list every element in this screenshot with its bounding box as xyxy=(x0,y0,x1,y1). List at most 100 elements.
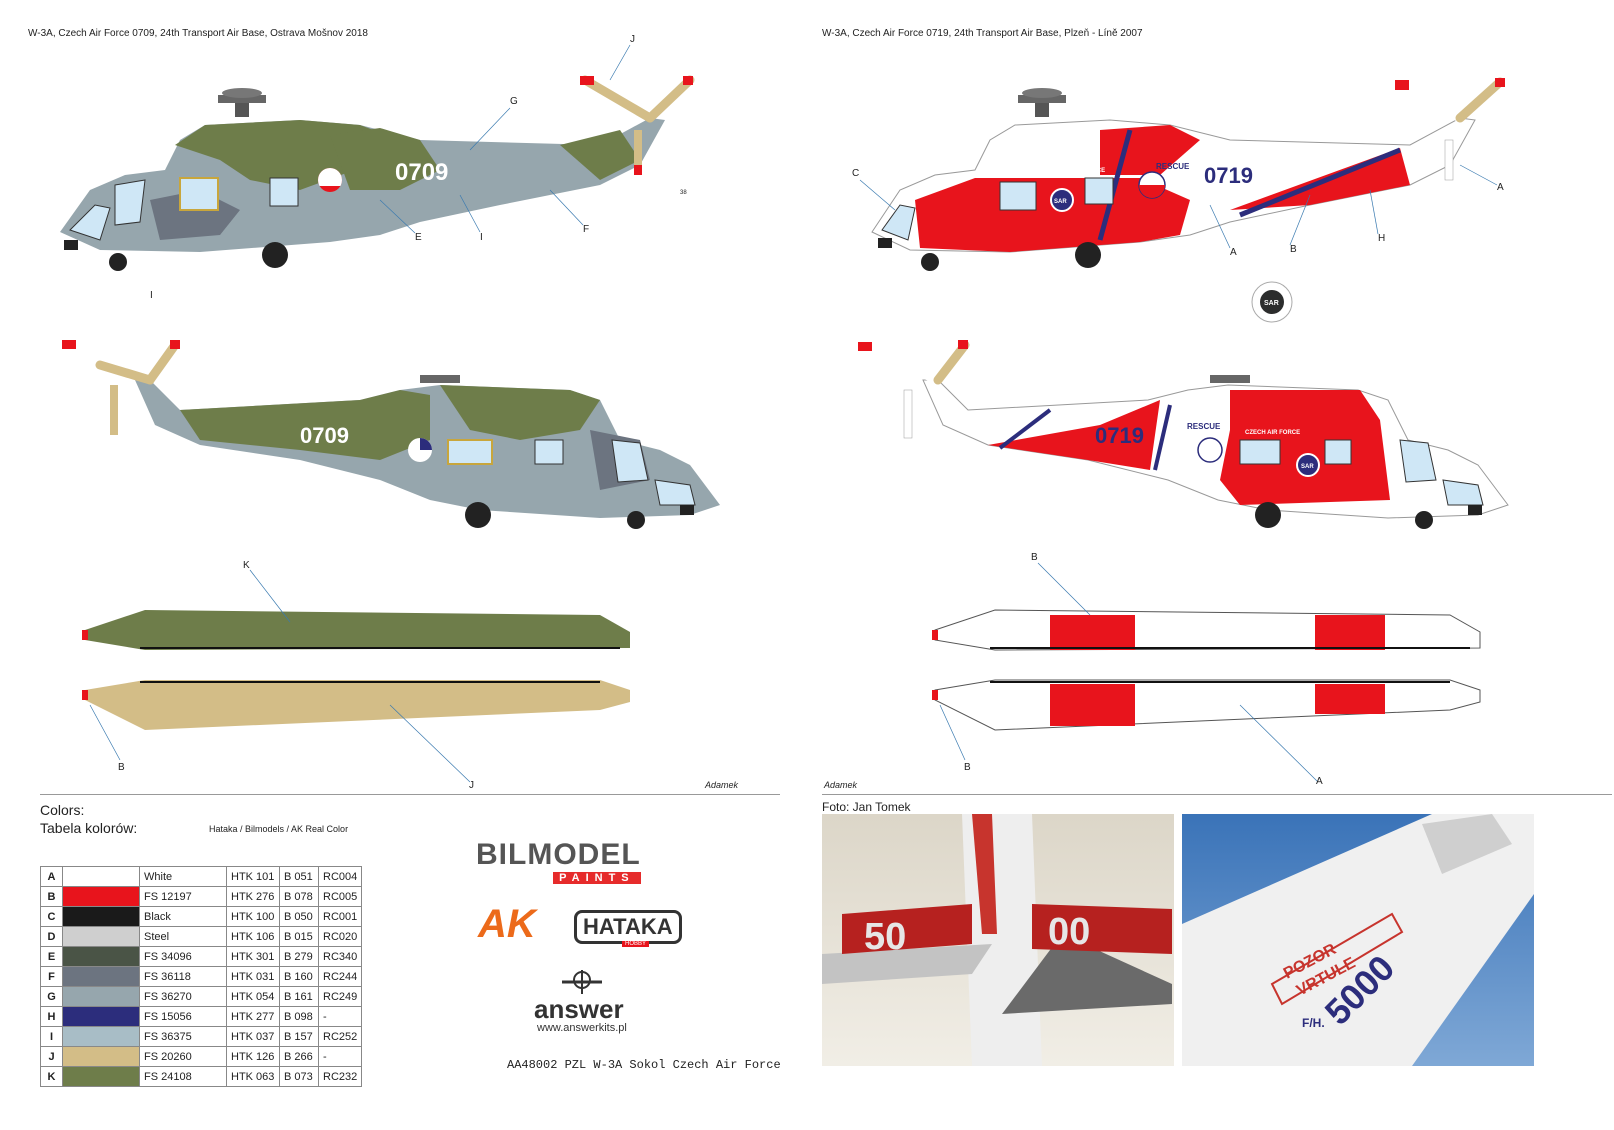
photo-tail-rotor-art: 50 00 xyxy=(822,814,1172,1066)
callout-C: C xyxy=(852,168,859,179)
color-swatch xyxy=(62,906,140,927)
color-bilmodel: B 161 xyxy=(279,986,319,1007)
callout-E: E xyxy=(415,232,422,243)
helicopter-0709-right-facing xyxy=(62,340,720,529)
blade-label-K: K xyxy=(243,560,250,571)
photo-tail-rotor: 50 00 xyxy=(822,814,1174,1066)
color-hataka: HTK 101 xyxy=(226,866,280,887)
signature-right: Adamek xyxy=(824,780,858,790)
helicopter-0719-right-facing xyxy=(858,340,1509,529)
bilmodel-wordmark: BILMODEL xyxy=(476,838,641,871)
color-ak: - xyxy=(317,1006,363,1027)
color-ak: RC020 xyxy=(317,926,363,947)
color-bilmodel: B 051 xyxy=(279,866,319,887)
color-ak: RC249 xyxy=(317,986,363,1007)
color-name: FS 36375 xyxy=(139,1026,227,1047)
blade-label-B-right-top: B xyxy=(1031,552,1038,563)
color-key: H xyxy=(40,1006,63,1027)
color-name: FS 34096 xyxy=(139,946,227,967)
blade-label-J: J xyxy=(469,780,474,791)
color-key: F xyxy=(40,966,63,987)
photo-tail-marking-art: POZOR VRTULE F/H. 5000 xyxy=(1182,814,1534,1066)
color-name: Steel xyxy=(139,926,227,947)
color-swatch xyxy=(62,866,140,887)
rescue-label-bottom: RESCUE xyxy=(1187,422,1221,431)
photo-credit: Foto: Jan Tomek xyxy=(822,800,911,814)
color-bilmodel: B 015 xyxy=(279,926,319,947)
color-bilmodel: B 279 xyxy=(279,946,319,967)
color-hataka: HTK 106 xyxy=(226,926,280,947)
brands-header: Hataka / Bilmodels / AK Real Color xyxy=(209,824,349,834)
color-hataka: HTK 031 xyxy=(226,966,280,987)
left-helicopter-profiles: 0709 0709 J G E I F I 38 xyxy=(60,34,720,529)
hobby-tag: HOBBY xyxy=(622,941,650,947)
callout-I: I xyxy=(480,232,483,243)
callout-J: J xyxy=(630,34,635,45)
color-key: A xyxy=(40,866,63,887)
blade-label-B-left: B xyxy=(118,762,125,773)
czech-air-force-bottom: CZECH AIR FORCE xyxy=(1245,430,1300,436)
sar-badge-bottom: SAR xyxy=(1301,464,1314,470)
helicopter-0719-left-facing xyxy=(871,77,1505,323)
color-key: J xyxy=(40,1046,63,1067)
sar-badge-top: SAR xyxy=(1054,199,1067,205)
color-ak: RC252 xyxy=(317,1026,363,1047)
left-divider xyxy=(40,794,780,795)
color-hataka: HTK 063 xyxy=(226,1066,280,1087)
colors-title: Colors: xyxy=(40,802,85,818)
left-serial-bottom: 0709 xyxy=(300,423,349,448)
color-bilmodel: B 073 xyxy=(279,1066,319,1087)
color-key: D xyxy=(40,926,63,947)
photo2-fh: F/H. xyxy=(1302,1016,1325,1030)
blade-olive xyxy=(82,610,630,650)
color-swatch xyxy=(62,1046,140,1067)
color-ak: - xyxy=(317,1046,363,1067)
helicopter-0709-left-facing xyxy=(60,75,695,271)
color-key: C xyxy=(40,906,63,927)
color-swatch xyxy=(62,966,140,987)
color-name: FS 24108 xyxy=(139,1066,227,1087)
left-title: W-3A, Czech Air Force 0709, 24th Transpo… xyxy=(28,28,368,39)
paints-wordmark: PAINTS xyxy=(553,872,641,884)
rescue-label-top: RESCUE xyxy=(1156,162,1190,171)
callout-I-2: I xyxy=(150,290,153,301)
color-name: FS 15056 xyxy=(139,1006,227,1027)
left-serial-top: 0709 xyxy=(395,159,448,186)
color-hataka: HTK 100 xyxy=(226,906,280,927)
color-bilmodel: B 160 xyxy=(279,966,319,987)
color-name: White xyxy=(139,866,227,887)
color-ak: RC232 xyxy=(317,1066,363,1087)
color-hataka: HTK 277 xyxy=(226,1006,280,1027)
callout-A: A xyxy=(1497,182,1504,193)
color-ak: RC244 xyxy=(317,966,363,987)
color-hataka: HTK 276 xyxy=(226,886,280,907)
color-hataka: HTK 126 xyxy=(226,1046,280,1067)
callout-G: G xyxy=(510,96,518,107)
color-key: G xyxy=(40,986,63,1007)
right-divider xyxy=(822,794,1612,795)
color-swatch xyxy=(62,1006,140,1027)
color-name: FS 12197 xyxy=(139,886,227,907)
sar-badge-detail: SAR xyxy=(1264,300,1279,307)
color-swatch xyxy=(62,1026,140,1047)
photo1-number-b: 00 xyxy=(1048,911,1090,953)
photo-tail-marking: POZOR VRTULE F/H. 5000 xyxy=(1182,814,1534,1066)
hataka-logo: HATAKA xyxy=(574,910,682,944)
callout-A-2: A xyxy=(1230,247,1237,258)
color-swatch xyxy=(62,886,140,907)
answer-url: www.answerkits.pl xyxy=(537,1022,627,1034)
bilmodel-logo: BILMODEL PAINTS xyxy=(476,838,641,886)
color-ak: RC005 xyxy=(317,886,363,907)
color-swatch xyxy=(62,946,140,967)
color-key: I xyxy=(40,1026,63,1047)
photo1-number-a: 50 xyxy=(864,916,906,958)
color-swatch xyxy=(62,986,140,1007)
